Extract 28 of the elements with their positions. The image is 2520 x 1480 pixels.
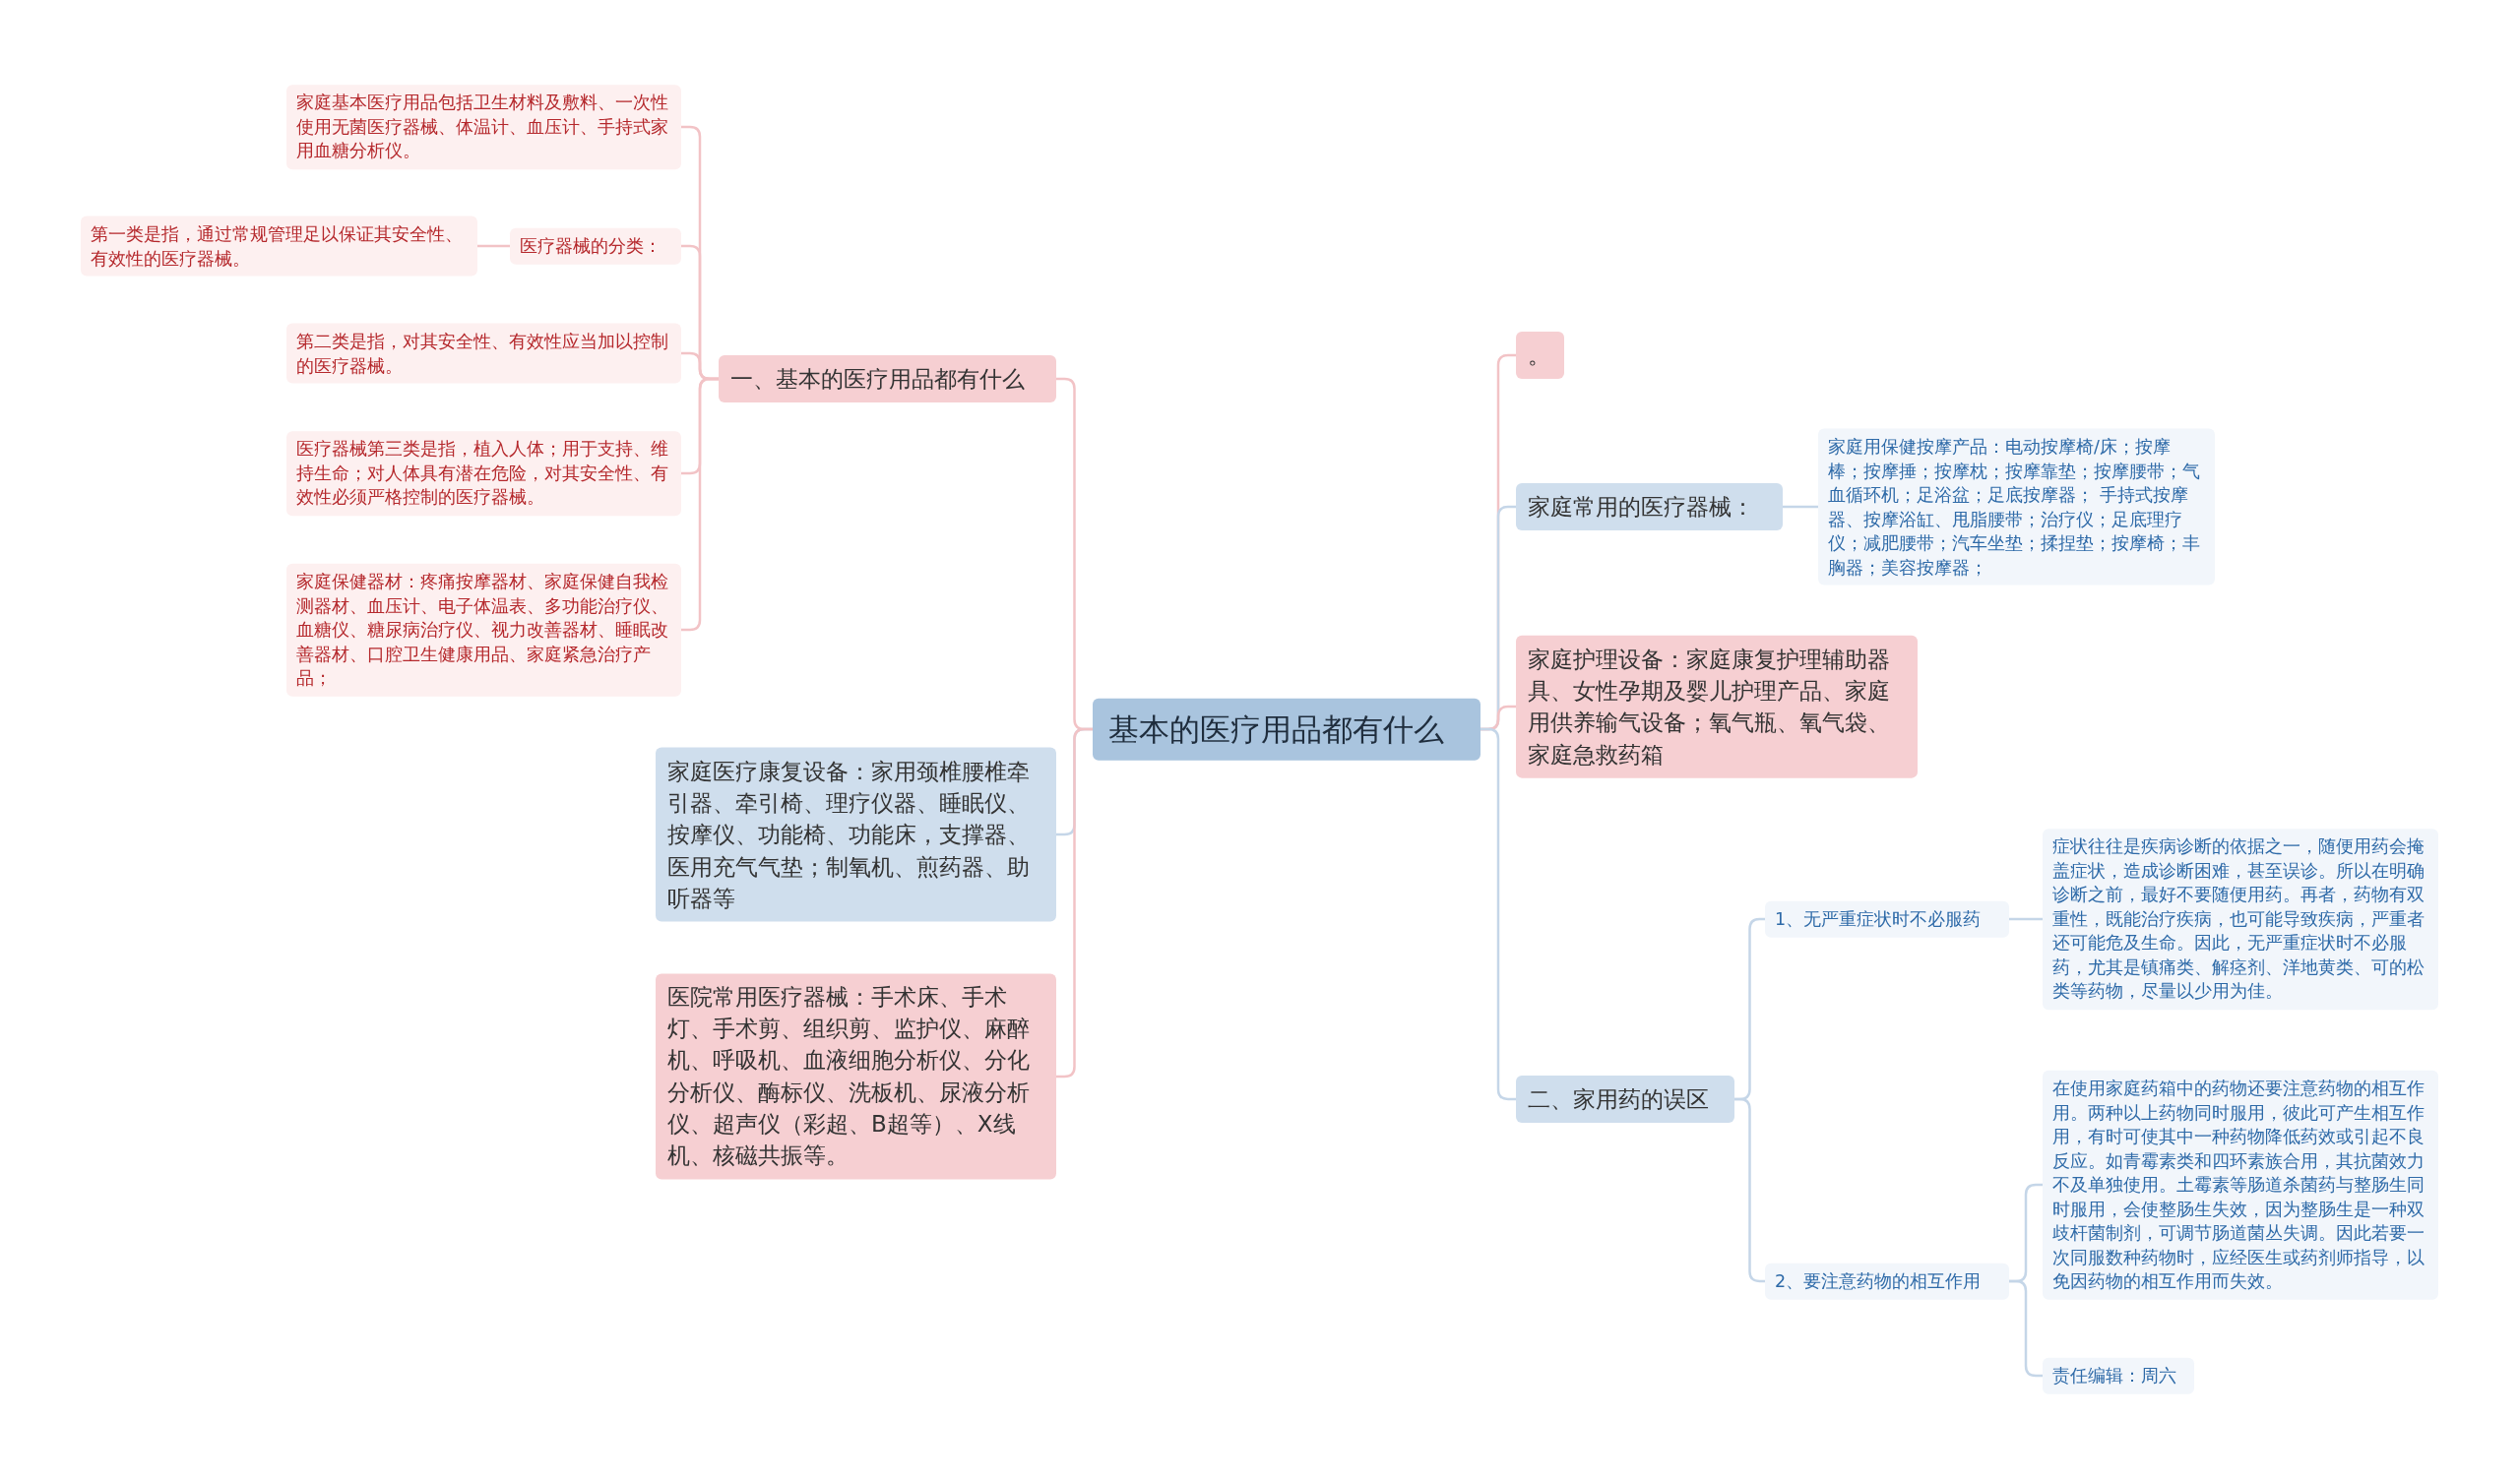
- subtopic-box: 家庭保健器材：疼痛按摩器材、家庭保健自我检测器材、血压计、电子体温表、多功能治疗仪、血糖仪、糖尿病治疗仪、视力改善器材、睡眠改善器材、口腔卫生健康用品、家庭紧急治疗产品；: [286, 563, 681, 697]
- subtopic-box: 家庭用保健按摩产品：电动按摩椅/床；按摩棒；按摩捶；按摩枕；按摩靠垫；按摩腰带；气血循环机；足浴盆；足底按摩器； 手持式按摩器、按摩浴缸、甩脂腰带；治疗仪；足底理疗仪；减肥腰带；汽车坐垫；揉捏垫；按摩椅；丰胸器；美容按摩器；: [1818, 428, 2215, 586]
- connector-line: [681, 377, 719, 632]
- topic-box: 。: [1516, 331, 1564, 380]
- central-topic: 基本的医疗用品都有什么: [1093, 698, 1480, 761]
- topic-box: 家庭医疗康复设备：家用颈椎腰椎牵引器、牵引椅、理疗仪器、睡眠仪、按摩仪、功能椅、功能床，支撑器、医用充气气垫；制氧机、煎药器、助听器等: [656, 747, 1056, 922]
- subtopic-box: 第一类是指，通过常规管理足以保证其安全性、有效性的医疗器械。: [81, 216, 477, 277]
- connector-line: [2009, 917, 2043, 921]
- topic-box: 家庭常用的医疗器械：: [1516, 482, 1783, 531]
- subtopic-box: 医疗器械第三类是指，植入人体；用于支持、维持生命；对人体具有潜在危险，对其安全性、有效性必须严格控制的医疗器械。: [286, 431, 681, 516]
- subtopic-box: 医疗器械的分类：: [510, 227, 681, 265]
- topic-box: 家庭护理设备：家庭康复护理辅助器具、女性孕期及婴儿护理产品、家庭用供养输气设备；氧气瓶、氧气袋、家庭急救药箱: [1516, 635, 1918, 778]
- subtopic-box: 症状往往是疾病诊断的依据之一，随便用药会掩盖症状，造成诊断困难，甚至误诊。所以在明确诊断之前，最好不要随便用药。再者，药物有双重性，既能治疗疾病，也可能导致疾病，严重者还可能危及生命。因此，无严重症状时不必服药，尤其是镇痛类、解痉剂、洋地黄类、可的松类等药物，尽量以少用为佳。: [2043, 829, 2438, 1010]
- subtopic-box: 责任编辑：周六: [2043, 1357, 2194, 1394]
- subtopic-box: 在使用家庭药箱中的药物还要注意药物的相互作用。两种以上药物同时服用，彼此可产生相互作用，有时可使其中一种药物降低药效或引起不良反应。如青霉素类和四环素族合用，其抗菌效力不及单独使用。土霉素等肠道杀菌药与整肠生同时服用，会使整肠生失效，因为整肠生是一种双歧杆菌制剂，可调节肠道菌丛失调。因此若要一次同服数种药物时，应经医生或药剂师指导，以免因药物的相互作用而失效。: [2043, 1070, 2438, 1300]
- subtopic-box: 第二类是指，对其安全性、有效性应当加以控制的医疗器械。: [286, 323, 681, 384]
- connector-line: [1480, 727, 1516, 1101]
- connector-line: [1783, 505, 1818, 509]
- topic-box: 一、基本的医疗用品都有什么: [719, 354, 1056, 403]
- connector-line: [1056, 727, 1093, 1079]
- connector-line: [1734, 1097, 1765, 1283]
- subtopic-box: 2、要注意药物的相互作用: [1765, 1263, 2009, 1300]
- topic-box: 医院常用医疗器械：手术床、手术灯、手术剪、组织剪、监护仪、麻醉机、呼吸机、血液细胞分析仪、分化分析仪、酶标仪、洗板机、尿液分析仪、超声仪（彩超、B超等）、X线机、核磁共振等。: [656, 973, 1056, 1180]
- connector-line: [2009, 1279, 2043, 1378]
- subtopic-box: 家庭基本医疗用品包括卫生材料及敷料、一次性使用无菌医疗器械、体温计、血压计、手持式家用血糖分析仪。: [286, 85, 681, 169]
- topic-box: 二、家用药的误区: [1516, 1075, 1734, 1124]
- connector-line: [477, 244, 510, 248]
- subtopic-box: 1、无严重症状时不必服药: [1765, 900, 2009, 938]
